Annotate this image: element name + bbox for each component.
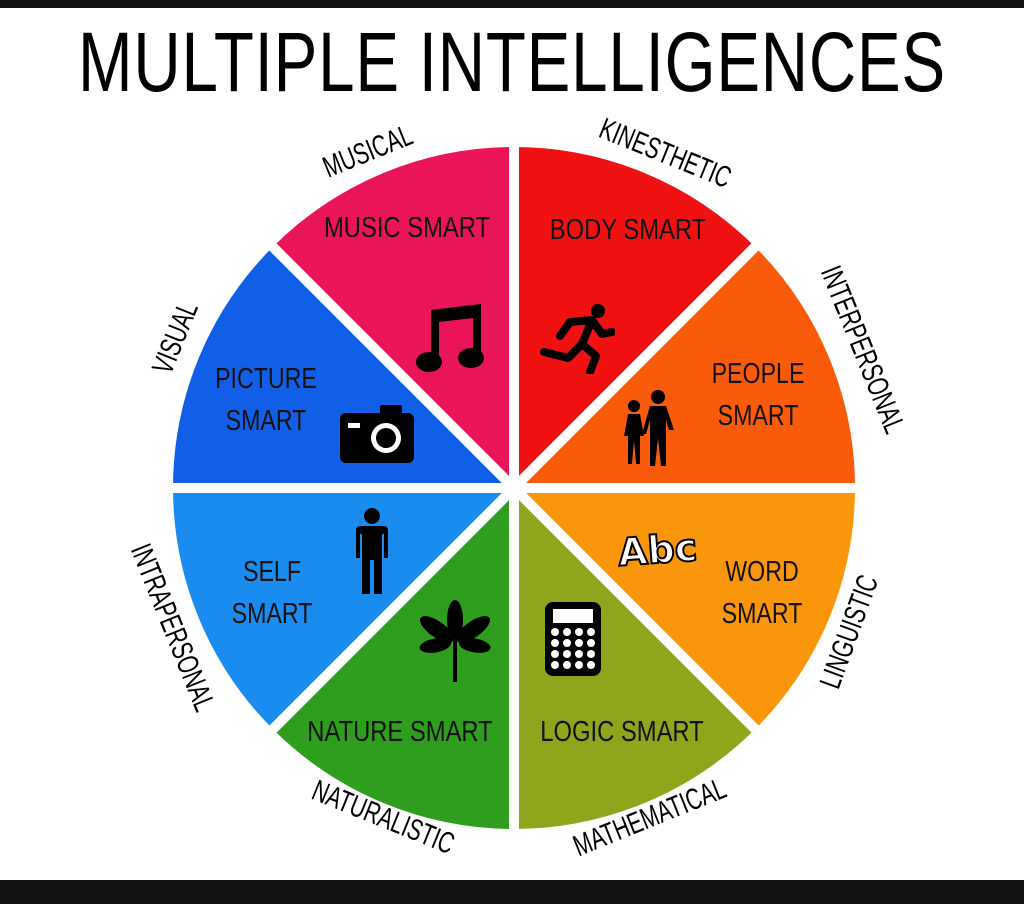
label-word-smart: WORD SMART [721,556,803,630]
abc-letters-icon: Abc [616,524,700,575]
slice-naturalistic [264,483,519,839]
label-body-smart: BODY SMART [549,214,707,246]
label-picture-smart: PICTURE SMART [215,363,317,437]
slice-interpersonal [509,238,865,493]
camera-icon [340,405,414,463]
slice-mathematical [509,483,764,839]
label-people-smart: PEOPLE SMART [711,358,805,432]
slice-kinesthetic [509,137,764,493]
label-logic-smart: LOGIC SMART [540,716,704,748]
slice-visual [163,238,519,493]
label-nature-smart: NATURE SMART [307,716,493,748]
people-walking-icon [624,390,674,466]
leaf-icon [419,600,491,682]
calculator-icon [545,602,601,676]
top-bar [0,0,1024,8]
page-title: MULTIPLE INTELLIGENCES [78,15,946,109]
slice-linguistic [509,483,865,738]
label-music-smart: MUSIC SMART [323,212,491,244]
music-note-icon [416,304,484,372]
person-icon [356,508,388,594]
label-self-smart: SELF SMART [231,556,313,630]
slice-intrapersonal [163,483,519,738]
running-person-icon [540,304,615,374]
slice-musical [264,137,519,493]
bottom-bar [0,880,1024,904]
intelligences-wheel [163,137,865,839]
